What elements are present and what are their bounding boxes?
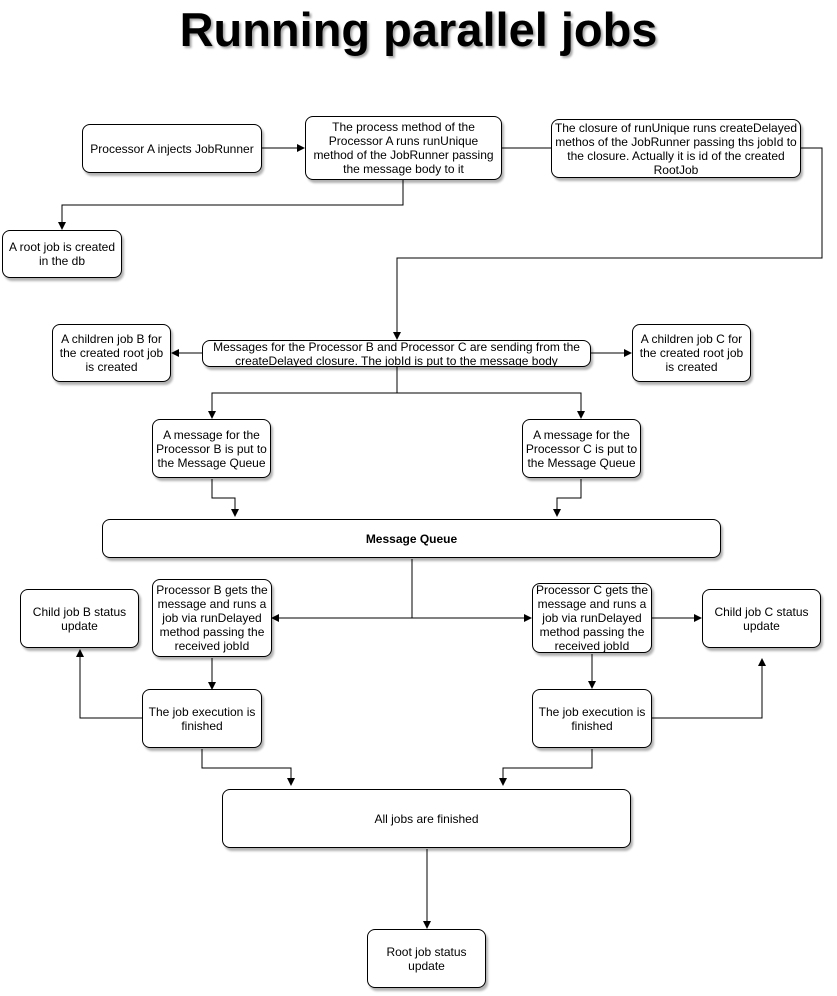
arrow-job-c-finished-to-child-c-status — [652, 658, 766, 719]
node-job-b-finished: The job execution is finished — [142, 689, 262, 748]
diagram-title: Running parallel jobs — [179, 3, 658, 56]
node-process-method: The process method of the Processor A ru… — [305, 116, 502, 180]
node-message-c-queued: A message for the Processor C is put to … — [522, 419, 641, 478]
arrow-message-b-to-queue — [211, 479, 239, 517]
arrow-messages-to-message-c — [397, 392, 585, 419]
node-child-b-created: A children job B for the created root jo… — [52, 324, 171, 382]
node-processor-a-injects: Processor A injects JobRunner — [82, 124, 262, 173]
arrow-message-c-to-queue — [553, 479, 582, 517]
arrow-job-b-finished-to-child-b-status — [76, 649, 142, 719]
node-processor-b-runs-job: Processor B gets the message and runs a … — [152, 579, 272, 657]
node-messages-sending: Messages for the Processor B and Process… — [202, 340, 591, 367]
node-child-c-status-update: Child job C status update — [702, 589, 821, 648]
node-closure-run-unique: The closure of runUnique runs createDela… — [551, 119, 801, 178]
arrow-job-c-finished-to-all-finished — [499, 749, 593, 786]
arrow-job-b-finished-to-all-finished — [201, 749, 295, 786]
node-root-job-status-update: Root job status update — [367, 929, 486, 988]
node-child-c-created: A children job C for the created root jo… — [632, 324, 751, 382]
node-root-job-created: A root job is created in the db — [2, 230, 122, 278]
node-message-b-queued: A message for the Processor B is put to … — [152, 419, 271, 478]
node-processor-c-runs-job: Processor C gets the message and runs a … — [532, 583, 652, 653]
node-message-queue: Message Queue — [102, 519, 721, 558]
arrow-closure-to-messages — [393, 147, 823, 340]
node-job-c-finished: The job execution is finished — [532, 689, 652, 748]
node-child-b-status-update: Child job B status update — [20, 589, 139, 648]
node-all-jobs-finished: All jobs are finished — [222, 789, 631, 848]
arrow-process-method-to-root-job — [58, 180, 404, 230]
arrow-queue-to-processor-b — [271, 559, 413, 622]
arrow-messages-to-message-b — [208, 367, 398, 419]
